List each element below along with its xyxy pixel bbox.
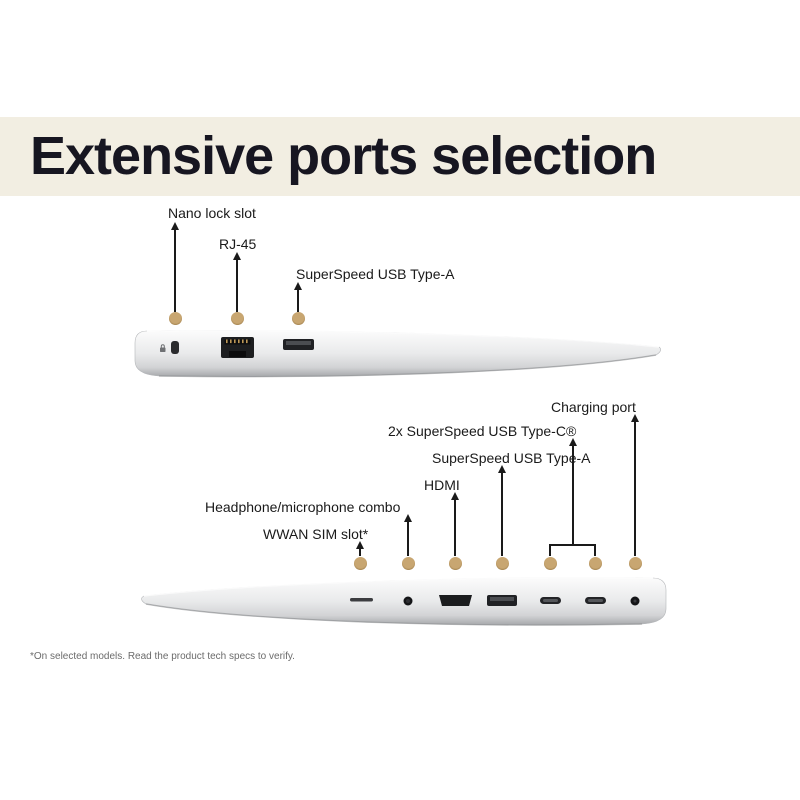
- callout-arrow-usb-c: [569, 438, 577, 545]
- callout-label-nano-lock-slot: Nano lock slot: [168, 205, 256, 221]
- hdmi-port: [439, 595, 472, 606]
- wwan-sim-slot-port: [350, 598, 373, 602]
- laptop-bottom-edge: [145, 603, 643, 626]
- callout-arrow-usb-a-top: [294, 282, 302, 312]
- port-marker-dot: [543, 556, 557, 570]
- laptop-body: [134, 330, 661, 377]
- title-band: Extensive ports selection: [0, 117, 800, 196]
- callout-arrow-hdmi: [451, 492, 459, 556]
- port-marker-dot: [448, 556, 462, 570]
- callout-arrow-nano-lock-slot: [171, 222, 179, 312]
- callout-bracket-usb-c-left: [549, 544, 551, 556]
- callout-label-usb-c: 2x SuperSpeed USB Type-C®: [388, 423, 577, 439]
- callout-label-rj45: RJ-45: [219, 236, 257, 252]
- callout-arrow-usb-a-bottom: [498, 465, 506, 556]
- callout-label-wwan-sim: WWAN SIM slot*: [263, 526, 369, 542]
- usb-c-port-1: [540, 597, 561, 604]
- laptop-top-highlight: [146, 329, 660, 348]
- port-marker-dot: [168, 311, 182, 325]
- callout-label-hdmi: HDMI: [424, 477, 460, 493]
- laptop-left-side-view-image: [134, 329, 661, 378]
- rj45-port: [221, 337, 254, 358]
- laptop-right-side-view-image: [141, 576, 667, 626]
- callout-arrow-charging-port: [631, 414, 639, 556]
- port-marker-dot: [588, 556, 602, 570]
- lock-icon: [160, 344, 166, 352]
- headphone-jack-port: [403, 596, 413, 606]
- callout-arrow-wwan-sim: [356, 541, 364, 556]
- port-marker-dot: [401, 556, 415, 570]
- footnote: *On selected models. Read the product te…: [30, 651, 295, 662]
- callout-bracket-usb-c: [549, 544, 596, 546]
- usb-c-port-2: [585, 597, 606, 604]
- laptop-bottom-edge: [158, 354, 657, 378]
- laptop-top-highlight: [143, 576, 654, 597]
- callout-arrow-headphone: [404, 514, 412, 556]
- callout-label-usb-a-bottom: SuperSpeed USB Type-A: [432, 450, 591, 466]
- port-marker-dot: [495, 556, 509, 570]
- port-marker-dot: [291, 311, 305, 325]
- usb-a-port: [283, 339, 314, 350]
- callout-label-headphone: Headphone/microphone combo: [205, 499, 401, 515]
- nano-lock-slot-port: [171, 341, 179, 354]
- usb-a-port: [487, 595, 517, 606]
- port-marker-dot: [628, 556, 642, 570]
- charging-port: [630, 596, 640, 606]
- port-marker-dot: [353, 556, 367, 570]
- callout-label-usb-a-top: SuperSpeed USB Type-A: [296, 266, 455, 282]
- callout-label-charging-port: Charging port: [551, 399, 636, 415]
- callout-arrow-rj45: [233, 252, 241, 312]
- callout-bracket-usb-c-right: [594, 544, 596, 556]
- page-title: Extensive ports selection: [30, 126, 657, 186]
- port-marker-dot: [230, 311, 244, 325]
